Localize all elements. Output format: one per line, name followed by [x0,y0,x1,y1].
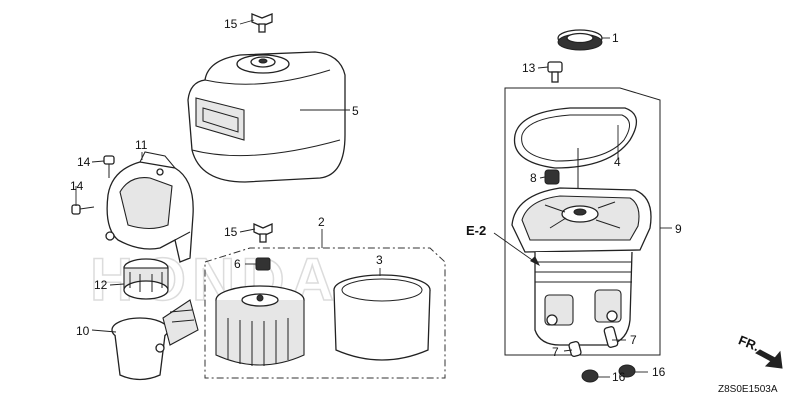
collar-8[interactable] [544,169,560,185]
air-cleaner-cover[interactable] [187,51,346,183]
wing-nut-lower[interactable] [253,222,273,243]
filter-element[interactable] [215,285,305,366]
air-cleaner-base[interactable] [511,187,652,346]
air-cleaner-case[interactable] [105,151,194,263]
grommet[interactable] [557,29,603,51]
callout-15-lower: 15 [224,225,238,239]
callout-3: 3 [376,253,383,267]
direction-label: FR. [736,332,761,354]
callout-6: 6 [234,257,241,271]
pre-filter[interactable] [123,258,169,300]
callout-8: 8 [530,171,537,185]
callout-11: 11 [135,138,148,152]
pre-cleaner-housing[interactable] [111,299,199,381]
callout-4: 4 [614,155,621,169]
foam-element[interactable] [333,274,431,361]
callout-2: 2 [318,215,325,229]
bolt-upper[interactable] [103,155,115,178]
reference-label: E-2 [466,223,486,238]
flange-nut-right[interactable] [618,364,636,378]
callout-16-left: 16 [612,370,626,384]
diagram-code: Z8S0E1503A [718,384,778,395]
callout-12: 12 [94,278,108,292]
flange-nut-left[interactable] [581,369,599,383]
callout-9: 9 [675,222,682,236]
callout-7-left: 7 [552,345,559,359]
gasket[interactable] [513,107,637,169]
leader-lines [75,19,672,378]
callout-7-right: 7 [630,333,637,347]
callout-10: 10 [76,324,90,338]
wing-nut-top[interactable] [251,13,273,33]
part-2-group-outline [204,247,446,379]
bolt-lower[interactable] [71,204,95,215]
callout-15-top: 15 [224,17,238,31]
callout-1: 1 [612,31,619,45]
callout-13: 13 [522,61,536,75]
bolt-13[interactable] [547,61,563,83]
callout-14-lower: 14 [70,179,84,193]
stud-7-right[interactable] [603,326,619,348]
front-direction-arrow [755,349,783,369]
callout-5: 5 [352,104,359,118]
callout-14-upper: 14 [77,155,91,169]
reference-arrow [493,232,540,266]
part-9-group-outline [504,87,661,356]
callout-16-right: 16 [652,365,666,379]
nut-6[interactable] [255,257,271,271]
